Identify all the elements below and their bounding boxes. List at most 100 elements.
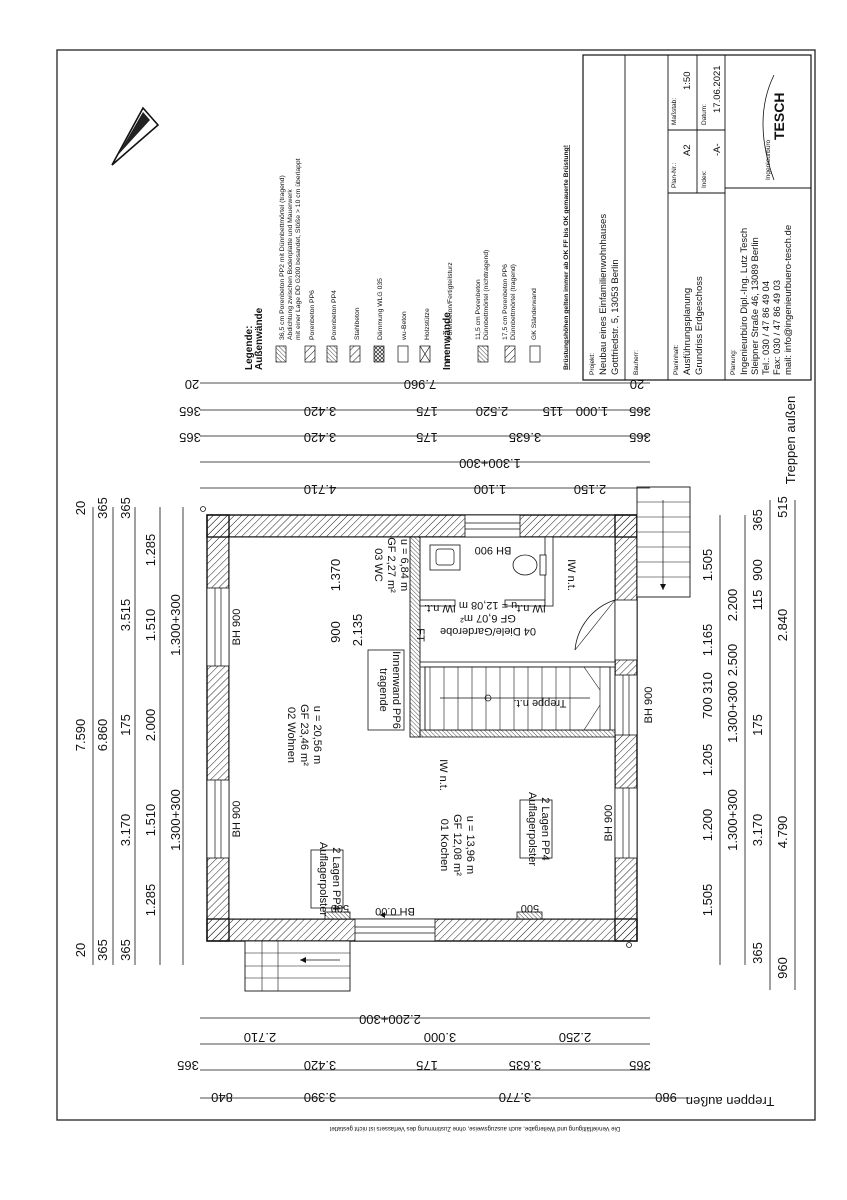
label-bh900-right-2: BH 900 [643, 687, 655, 724]
north-arrow-icon [111, 106, 160, 166]
tb-projekt-label: Projekt: [589, 353, 596, 375]
dim-top-365-d: 365 [118, 939, 133, 961]
label-bh000: BH 0.00 [375, 905, 415, 917]
dim-top-1300-300-a: 1.300+300 [168, 789, 183, 851]
dim-l-3420: 3.420 [304, 1058, 337, 1073]
tb-plan-nr-label: Plan-Nr.: [671, 163, 678, 188]
dim-l-365-b: 365 [629, 1058, 651, 1073]
dim-bot-365-a: 365 [750, 942, 765, 964]
legend-outer-6: Stahlbeton [354, 307, 361, 340]
wc-toilet [512, 554, 538, 576]
dim-top-1510-a: 1.510 [143, 804, 158, 837]
dim-top-20-a: 20 [73, 501, 88, 515]
legend-outer-title: Außenwände [254, 307, 265, 370]
dim-bot-1300-300-a: 1.300+300 [725, 789, 740, 851]
label-auflager-right-1: Auflagerpolster [526, 792, 538, 866]
dim-l-3390: 3.390 [304, 1090, 337, 1105]
room-wohnen-name: 02 Wohnen [285, 707, 297, 763]
dim-r-3635: 3.635 [509, 430, 542, 445]
dim-bot-2840: 2.840 [775, 609, 790, 642]
dim-top-1300-300-b: 1.300+300 [168, 594, 183, 656]
dim-l-3635: 3.635 [509, 1058, 542, 1073]
tb-planung-label: Planung: [730, 349, 737, 375]
legend-outer-10: Porenbeton/Fertigteilsturz [447, 262, 454, 340]
dim-bot-310: 310 [700, 672, 715, 694]
tb-planinhalt-2: Grundriss Erdgeschoss [694, 276, 705, 375]
label-iw-nt-2: IW n.t. [514, 602, 546, 614]
dim-top-3170: 3.170 [118, 814, 133, 847]
label-500-left: 500 [331, 902, 349, 914]
dim-l-2710: 2.710 [244, 1030, 277, 1045]
tb-index: -A- [712, 143, 723, 156]
room-wc-perimeter: u = 6,84 m [398, 539, 410, 591]
room-kochen-area: GF 12,08 m² [451, 814, 463, 876]
window-left-1 [206, 587, 230, 667]
legend-outer-7: Dämmung WLG 035 [377, 278, 384, 340]
tb-projekt-1: Neubau eines Einfamilienwohnhauses [598, 214, 609, 375]
dim-r-3420-b: 3.420 [304, 430, 337, 445]
staircase [424, 666, 611, 731]
legend-outer-5: Porenbeton PP4 [331, 290, 338, 340]
dim-r-175-b: 175 [416, 430, 438, 445]
room-wohnen-area: GF 23,46 m² [298, 704, 310, 766]
tb-massstab: 1:50 [682, 72, 693, 91]
stairs-outside-right [636, 486, 691, 598]
outer-wall-left [206, 514, 230, 942]
tb-planung-3: Tel.: 030 / 47 86 49 04 [761, 281, 772, 375]
dim-bot-1505-a: 1.505 [700, 884, 715, 917]
dim-r-115: 115 [543, 404, 564, 419]
label-bh900-left-2: BH 900 [231, 801, 243, 838]
legend-ft: FT [445, 354, 452, 362]
legend-note: Brüstungshöhen gelten immer ab OK FF bis… [563, 145, 570, 370]
dimensions-bottom [719, 500, 796, 990]
label-treppen-aussen-bottom: Treppen außen [686, 1094, 774, 1109]
dim-l-365-a: 365 [177, 1058, 199, 1073]
label-tragende-2: Innenwand PP6 [390, 651, 402, 729]
dim-r-7960: 7.960 [404, 377, 437, 392]
legend-inner-1: 11,5 cm Porenbeton [475, 279, 482, 340]
dim-wc-1370: 1.370 [328, 559, 343, 592]
tb-projekt-2: Gottfriedstr. 5, 13053 Berlin [610, 259, 621, 375]
legend-outer-2: Abdichtung zwischen Bodenplatte und Maue… [287, 189, 294, 340]
dim-r-365-a: 365 [179, 404, 201, 419]
dim-bot-2500: 2.500 [725, 644, 740, 677]
tb-massstab-label: Maßstab: [671, 98, 678, 125]
label-iw-nt-4: IW n.t. [437, 759, 449, 791]
dimensions-left [200, 1017, 690, 1099]
dim-bot-175: 175 [750, 714, 765, 736]
tb-datum: 17.06.2021 [712, 65, 723, 113]
dim-l-3770: 3.770 [499, 1090, 532, 1105]
label-iw-nt-3: IW n.t. [565, 559, 577, 591]
label-auflager-right-2: 2 Lagen PP4 [539, 797, 551, 861]
dim-bot-900: 900 [750, 559, 765, 581]
label-auflager-left-1: Auflagerpolster [317, 842, 329, 916]
dim-r-20-a: 20 [185, 377, 199, 392]
label-500-right: 500 [521, 902, 539, 914]
footer-copyright: Die Vervielfältigung und Weitergabe, auc… [329, 1125, 620, 1131]
legend-outer-8: wu-Beton [401, 311, 408, 341]
dim-top-3515: 3.515 [118, 599, 133, 632]
pillar-right [516, 911, 543, 920]
room-diele-perimeter: u = 12,08 m [459, 599, 517, 611]
legend-inner-5: GK Ständerwand [531, 288, 538, 340]
label-bh900-right-1: BH 900 [603, 805, 615, 842]
legend-title: Legende: [244, 326, 255, 370]
dim-top-1285-a: 1.285 [143, 884, 158, 917]
window-right-1 [614, 787, 638, 859]
room-kochen-perimeter: u = 13,96 m [464, 816, 476, 874]
room-wc-area: GF 2,27 m² [385, 537, 397, 593]
inner-wall-wc-stair [409, 536, 421, 738]
window-left-2 [206, 779, 230, 859]
dim-bot-1300-300-b: 1.300+300 [725, 681, 740, 743]
dim-bot-3170: 3.170 [750, 814, 765, 847]
dim-r-1100: 1.100 [474, 482, 507, 497]
company-logo: Ingenieurbüro TESCH [762, 74, 787, 181]
dim-top-365-a: 365 [95, 497, 110, 519]
room-diele-name: 04 Diele/Garderobe [440, 625, 536, 637]
legend-inner-title: Innenwände [442, 312, 453, 370]
label-tragende-1: tragende [377, 668, 389, 711]
dim-bot-960: 960 [775, 957, 790, 979]
tb-plan-nr: A2 [682, 144, 693, 156]
label-treppe: Treppe n.t. [514, 697, 567, 709]
tb-planung-5: mail: info@ingenieurbuero-tesch.de [783, 225, 794, 375]
